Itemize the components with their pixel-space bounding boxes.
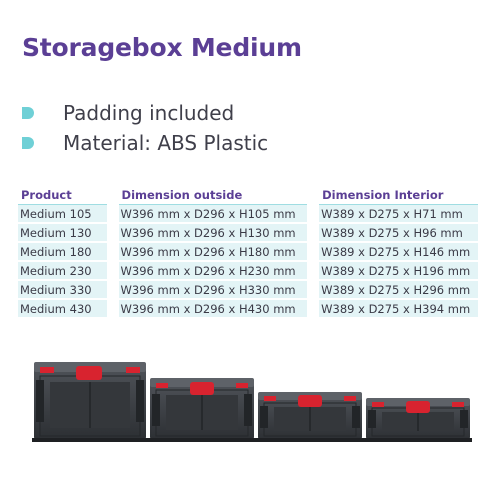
cell-interior: W389 x D275 x H394 mm [319, 300, 478, 319]
page-title: Storagebox Medium [22, 33, 302, 62]
cell-product: Medium 430 [18, 300, 107, 319]
cell-product: Medium 230 [18, 262, 107, 281]
feature-text: Material: ABS Plastic [63, 131, 269, 155]
cell-interior: W389 x D275 x H71 mm [319, 205, 478, 224]
feature-item: Material: ABS Plastic [22, 128, 268, 158]
storage-box-medium [148, 378, 256, 442]
cell-interior: W389 x D275 x H146 mm [319, 243, 478, 262]
column-gap [307, 186, 319, 205]
dimension-table: Product Dimension outside Dimension Inte… [18, 186, 478, 319]
cell-outside: W396 mm x D296 x H330 mm [118, 281, 308, 300]
cell-interior: W389 x D275 x H96 mm [319, 224, 478, 243]
cell-interior: W389 x D275 x H196 mm [319, 262, 478, 281]
feature-text: Padding included [63, 101, 235, 125]
table-row: Medium 430 W396 mm x D296 x H430 mm W389… [18, 300, 478, 319]
cell-outside: W396 mm x D296 x H105 mm [118, 205, 308, 224]
cell-interior: W389 x D275 x H296 mm [319, 281, 478, 300]
feature-item: Padding included [22, 98, 268, 128]
table-row: Medium 330 W396 mm x D296 x H330 mm W389… [18, 281, 478, 300]
feature-list: Padding included Material: ABS Plastic [22, 98, 268, 158]
bullet-icon [22, 137, 34, 149]
header-product: Product [18, 186, 107, 205]
header-dimension-interior: Dimension Interior [319, 186, 478, 205]
storage-box-low [364, 398, 472, 442]
table-header-row: Product Dimension outside Dimension Inte… [18, 186, 478, 205]
cell-product: Medium 330 [18, 281, 107, 300]
storage-boxes-image [32, 362, 472, 442]
table-row: Medium 180 W396 mm x D296 x H180 mm W389… [18, 243, 478, 262]
cell-product: Medium 105 [18, 205, 107, 224]
column-gap [107, 186, 119, 205]
cell-outside: W396 mm x D296 x H130 mm [118, 224, 308, 243]
cell-product: Medium 180 [18, 243, 107, 262]
storage-box-large [32, 362, 148, 442]
table-row: Medium 230 W396 mm x D296 x H230 mm W389… [18, 262, 478, 281]
bullet-icon [22, 107, 34, 119]
cell-outside: W396 mm x D296 x H230 mm [118, 262, 308, 281]
cell-product: Medium 130 [18, 224, 107, 243]
table-row: Medium 105 W396 mm x D296 x H105 mm W389… [18, 205, 478, 224]
storage-box-small [256, 392, 364, 442]
cell-outside: W396 mm x D296 x H430 mm [118, 300, 308, 319]
table-row: Medium 130 W396 mm x D296 x H130 mm W389… [18, 224, 478, 243]
header-dimension-outside: Dimension outside [118, 186, 308, 205]
cell-outside: W396 mm x D296 x H180 mm [118, 243, 308, 262]
